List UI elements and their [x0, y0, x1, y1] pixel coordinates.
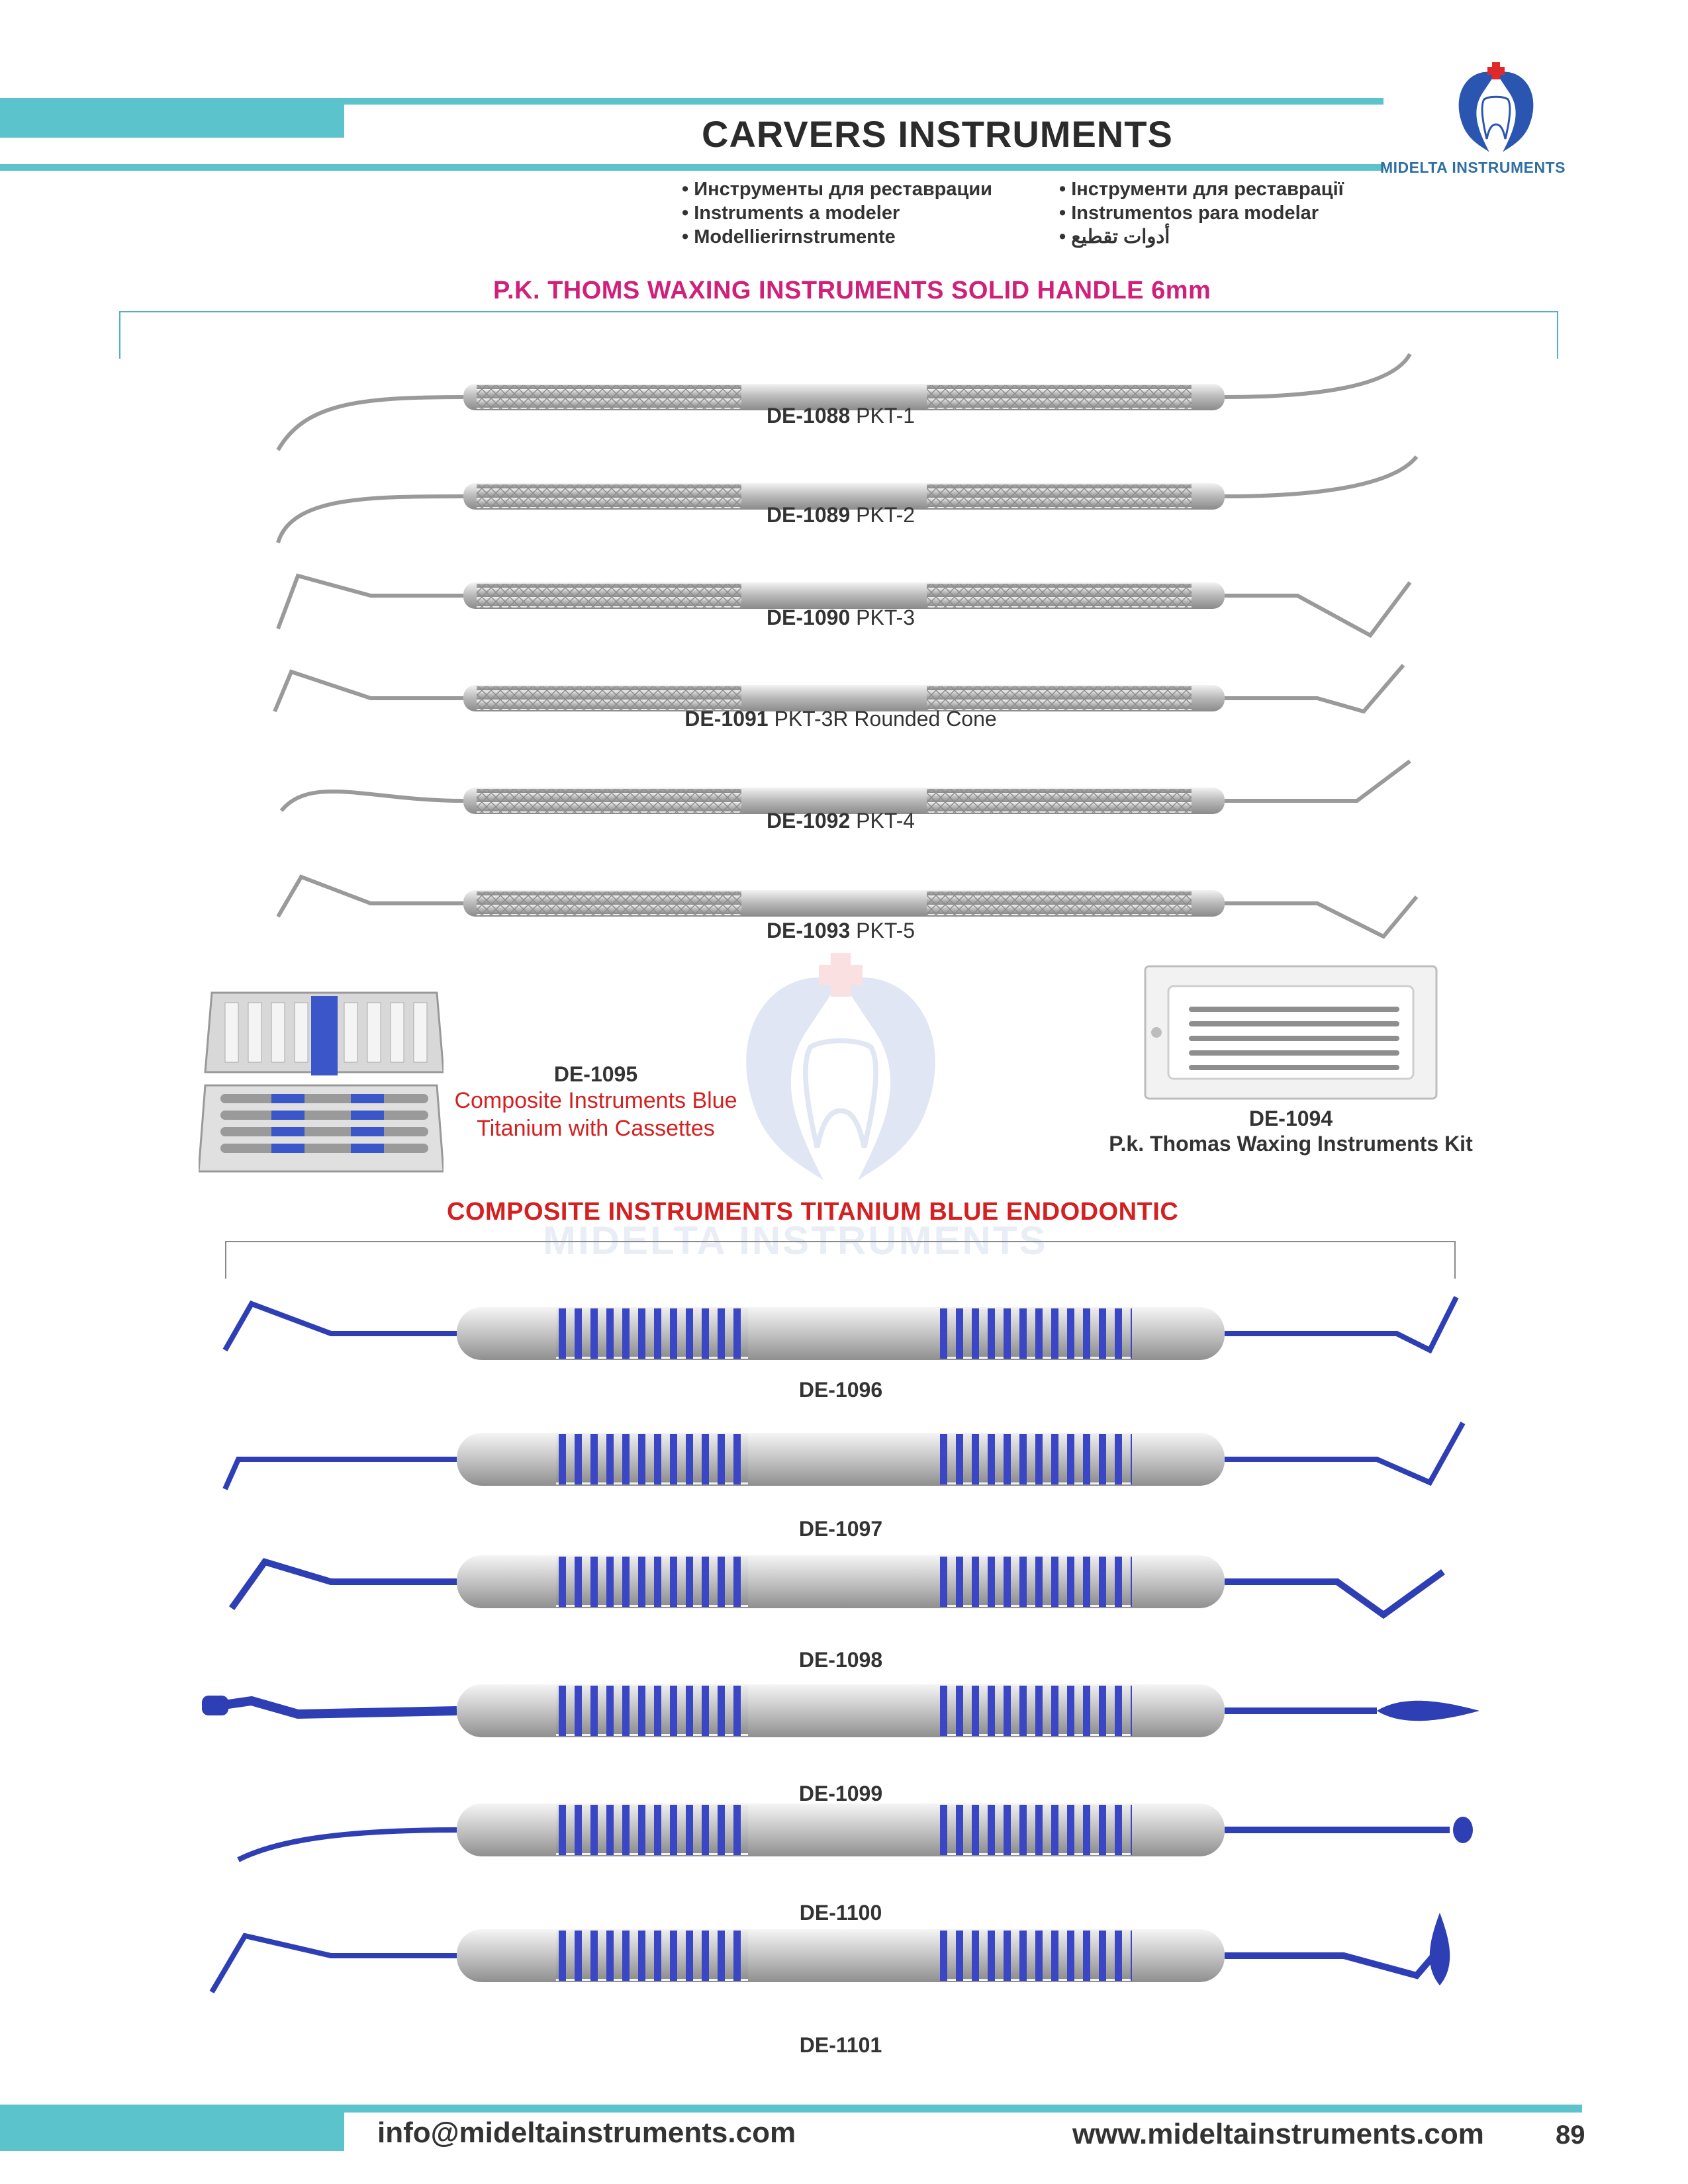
language-list-left: Инструменты для реставрации Instruments …	[682, 177, 992, 249]
language-item: أدوات تقطيع	[1059, 225, 1344, 249]
header-tab-left	[0, 105, 344, 138]
instrument-de-1090	[276, 573, 1412, 638]
item-label-de-1090: DE-1090 PKT-3	[766, 606, 915, 629]
waxing-kit-name: P.k. Thomas Waxing Instruments Kit	[1109, 1132, 1473, 1156]
footer-email[interactable]: info@mideltainstruments.com	[377, 2116, 796, 2149]
section1-title: P.K. THOMS WAXING INSTRUMENTS SOLID HAND…	[493, 277, 1211, 304]
blue-instruments	[202, 1296, 1479, 1994]
item-label-de-1100: DE-1100	[799, 1901, 882, 1925]
instrument-de-1097	[222, 1422, 1466, 1490]
item-label-de-1099: DE-1099	[798, 1782, 883, 1805]
cassette-kit-line2: Titanium with Cassettes	[477, 1116, 715, 1141]
item-label-de-1096: DE-1096	[798, 1378, 883, 1402]
item-label-de-1092: DE-1092 PKT-4	[766, 809, 915, 833]
watermark-icon	[746, 953, 935, 1181]
item-label-de-1088: DE-1088 PKT-1	[766, 404, 915, 428]
cassette-kit-code: DE-1095	[553, 1062, 638, 1086]
section1-bracket	[119, 311, 1558, 359]
language-item: Instruments a modeler	[682, 201, 992, 225]
silver-instruments	[273, 353, 1419, 939]
instrument-de-1098	[228, 1555, 1445, 1619]
waxing-kit-image	[1142, 963, 1440, 1102]
language-list-right: Інструменти для реставрації Instrumentos…	[1059, 177, 1344, 249]
instrument-de-1099	[202, 1684, 1479, 1737]
header-bar-bottom	[0, 164, 1383, 171]
logo-icon	[1458, 62, 1534, 152]
cassette-kit-line1: Composite Instruments Blue	[454, 1088, 737, 1113]
header-bar-top	[0, 98, 1383, 105]
item-label-de-1101: DE-1101	[799, 2033, 882, 2057]
instrument-de-1101	[209, 1913, 1450, 1994]
instrument-de-1089	[276, 455, 1419, 543]
page-number: 89	[1556, 2120, 1585, 2150]
section2-bracket	[225, 1241, 1456, 1279]
item-label-de-1089: DE-1089 PKT-2	[766, 503, 915, 527]
brand-name: MIDELTA INSTRUMENTS	[1380, 159, 1566, 176]
instrument-de-1093	[276, 874, 1419, 939]
waxing-kit-code: DE-1094	[1248, 1107, 1333, 1130]
page-title: CARVERS INSTRUMENTS	[702, 113, 1173, 155]
instrument-de-1100	[237, 1803, 1473, 1862]
brand-logo	[1443, 60, 1549, 159]
item-label-de-1093: DE-1093 PKT-5	[766, 919, 915, 942]
cassette-kit-label: DE-1095 Composite Instruments Blue Titan…	[397, 1062, 794, 1142]
item-label-de-1091: DE-1091 PKT-3R Rounded Cone	[684, 707, 997, 731]
instrument-de-1092	[279, 759, 1411, 814]
instrument-de-1096	[222, 1296, 1459, 1360]
watermark-text: MIDELTA INSTRUMENTS	[543, 1218, 1048, 1263]
footer-bar	[0, 2105, 1582, 2113]
section2-title: COMPOSITE INSTRUMENTS TITANIUM BLUE ENDO…	[447, 1198, 1179, 1226]
item-label-de-1098: DE-1098	[798, 1648, 883, 1672]
item-label-de-1097: DE-1097	[798, 1517, 883, 1541]
footer-website[interactable]: www.mideltainstruments.com	[1072, 2118, 1484, 2150]
language-item: Инструменты для реставрации	[682, 177, 992, 201]
cassette-kit-image	[197, 986, 445, 1178]
instrument-de-1091	[273, 664, 1405, 714]
watermark-logo	[702, 946, 980, 1198]
footer-tab	[0, 2113, 344, 2151]
language-item: Інструменти для реставрації	[1059, 177, 1344, 201]
language-item: Instrumentos para modelar	[1059, 201, 1344, 225]
instrument-de-1088	[276, 353, 1412, 451]
language-item: Modellierirnstrumente	[682, 225, 992, 249]
